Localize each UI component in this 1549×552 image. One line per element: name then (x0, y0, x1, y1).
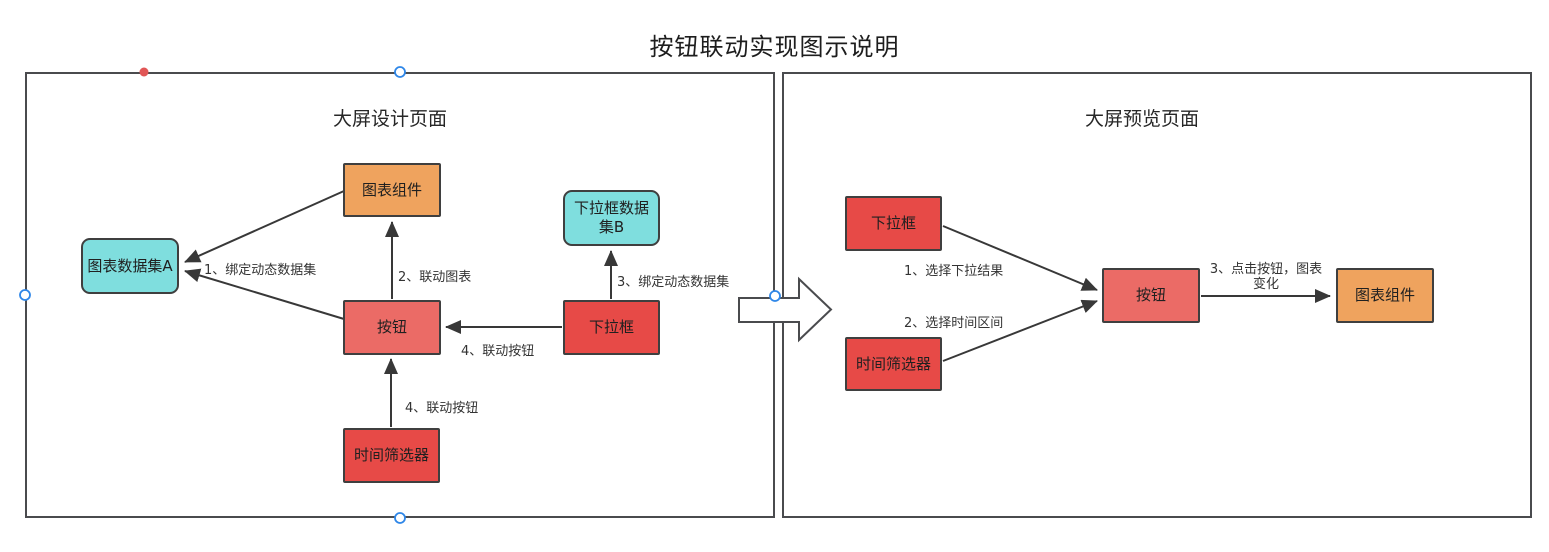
node-label: 图表组件 (1354, 286, 1415, 305)
edge-label-select-dropdown[interactable]: 1、选择下拉结果 (904, 264, 1004, 279)
node-chart-component[interactable]: 图表组件 (343, 163, 441, 217)
edge-label-click-button[interactable]: 3、点击按钮，图表变化 (1209, 262, 1323, 292)
node-label: 图表组件 (361, 180, 422, 199)
preview-node-time-filter[interactable]: 时间筛选器 (845, 337, 942, 391)
edge-label-link-button-dropdown[interactable]: 4、联动按钮 (461, 344, 535, 359)
node-label: 按钮 (376, 318, 407, 337)
edge-label-link-button-time[interactable]: 4、联动按钮 (405, 401, 479, 416)
edge-label-bind-dynamic-dataset[interactable]: 1、绑定动态数据集 (204, 263, 317, 278)
diagram-title[interactable]: 按钮联动实现图示说明 (649, 33, 900, 61)
preview-node-chart-component[interactable]: 图表组件 (1336, 268, 1434, 323)
edge-label-bind-dynamic-dataset-b[interactable]: 3、绑定动态数据集 (617, 275, 730, 290)
edge-label-link-chart[interactable]: 2、联动图表 (398, 270, 472, 285)
design-panel-title[interactable]: 大屏设计页面 (333, 108, 448, 130)
node-dropdown[interactable]: 下拉框 (563, 300, 660, 355)
node-label: 下拉框 (870, 214, 916, 233)
preview-node-dropdown[interactable]: 下拉框 (845, 196, 942, 251)
node-label: 下拉框数据集B (573, 199, 649, 236)
node-label: 时间筛选器 (855, 354, 931, 373)
edge-label-select-time[interactable]: 2、选择时间区间 (904, 316, 1004, 331)
node-label: 按钮 (1135, 286, 1166, 305)
node-label: 时间筛选器 (353, 446, 429, 465)
preview-panel-title[interactable]: 大屏预览页面 (1085, 108, 1200, 130)
preview-node-button[interactable]: 按钮 (1102, 268, 1200, 323)
node-button[interactable]: 按钮 (343, 300, 441, 355)
node-time-filter[interactable]: 时间筛选器 (343, 428, 440, 483)
node-label: 图表数据集A (87, 256, 173, 275)
node-label: 下拉框 (588, 318, 634, 337)
node-dropdown-dataset-b[interactable]: 下拉框数据集B (563, 190, 660, 246)
node-chart-dataset-a[interactable]: 图表数据集A (81, 238, 179, 294)
